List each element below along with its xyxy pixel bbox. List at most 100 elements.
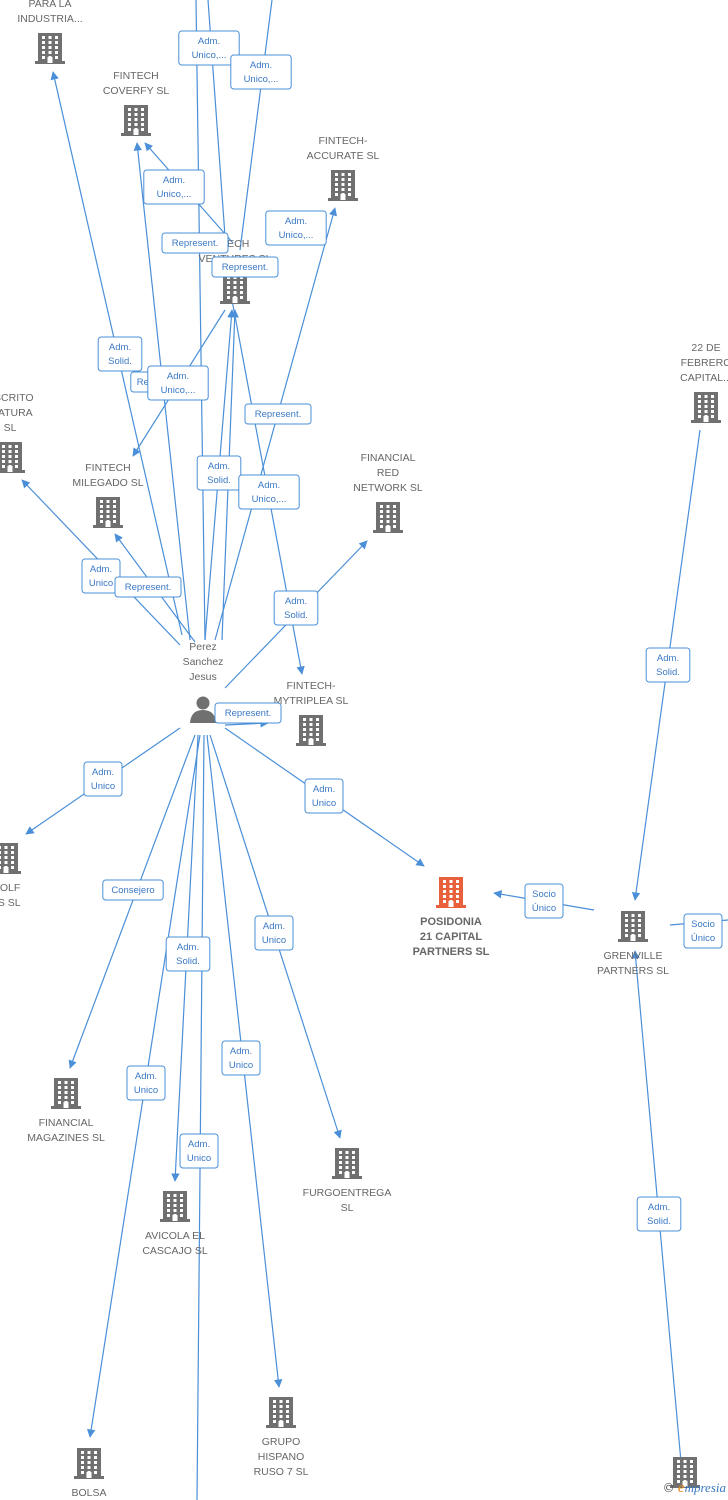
edge-label[interactable]: Represent. [214,702,282,724]
edge-label[interactable]: Adm.Unico [304,778,344,814]
edge-label-text: Solid. [284,610,308,621]
company-node-grenville[interactable] [618,911,648,942]
edge-label-text: Unico [187,1153,211,1164]
building-icon[interactable] [332,1148,362,1179]
edge-label-text: Único [532,903,556,914]
edge-label-box [114,576,182,598]
company-label: FINANCIAL [361,452,416,464]
edge-label[interactable]: Adm.Solid. [165,936,211,972]
company-node-accurate[interactable] [328,170,358,201]
building-icon[interactable] [0,442,25,473]
building-icon[interactable] [51,1078,81,1109]
company-node-mytriplea[interactable] [296,715,326,746]
company-label: GOLF [0,882,20,894]
company-label: NETWORK SL [353,482,423,494]
edge-label[interactable]: Adm.Unico [179,1133,219,1169]
edge-label-box [244,403,312,425]
edge-label-text: Unico [134,1085,158,1096]
company-node-ventures[interactable] [220,273,250,304]
edge-label-text: Unico,... [252,494,287,505]
edge-label-box [81,558,121,594]
company-node-manuscrito[interactable] [0,442,25,473]
company-node-furgo[interactable] [332,1148,362,1179]
building-icon[interactable] [436,877,466,908]
company-node-golf[interactable] [0,843,21,874]
company-node-avicola[interactable] [160,1191,190,1222]
edge-label[interactable]: Adm.Unico [83,761,123,797]
edge-label[interactable]: Adm.Unico,... [143,169,205,205]
building-icon[interactable] [0,843,21,874]
edge-label-text: Unico [262,935,286,946]
edge-label[interactable]: Adm.Unico,... [147,365,209,401]
edge-label[interactable]: Consejero [102,879,164,901]
company-node-posidonia[interactable] [436,877,466,908]
edge-label[interactable]: Represent. [244,403,312,425]
edge-label-box [126,1065,166,1101]
building-icon[interactable] [93,497,123,528]
building-icon[interactable] [220,273,250,304]
building-icon[interactable] [296,715,326,746]
edge-line [195,0,206,641]
edge-label[interactable]: Adm.Unico,... [265,210,327,246]
building-icon[interactable] [74,1448,104,1479]
edge-label-box [161,232,229,254]
edge-label[interactable]: Represent. [114,576,182,598]
edge-label-text: Unico,... [244,74,279,85]
company-label: SL [341,1202,354,1214]
edge-label-box [221,1040,261,1076]
company-label: TS SL [0,897,21,909]
edge-label[interactable]: Represent. [161,232,229,254]
building-icon[interactable] [35,33,65,64]
edge-label[interactable]: Adm. Unico,... [238,474,300,510]
company-node-magazines[interactable] [51,1078,81,1109]
edge-label[interactable]: Adm.Unico,... [230,54,292,90]
company-label: PARTNERS SL [597,965,669,977]
company-node-financialred[interactable] [373,502,403,533]
edge-label-text: Adm. [648,1202,670,1213]
edge-label[interactable]: Adm.Solid. [196,455,242,491]
company-node-industria[interactable] [35,33,65,64]
edge-label[interactable]: Adm.Unico [81,558,121,594]
company-node-hispano[interactable] [266,1397,296,1428]
edge-label-text: Solid. [108,356,132,367]
edge-label-text: Adm. [198,36,220,47]
edge-label[interactable]: Adm.Unico [126,1065,166,1101]
building-icon[interactable] [691,392,721,423]
edge-label-text: Adm. [263,921,285,932]
building-icon[interactable] [266,1397,296,1428]
edge-label-box [230,54,292,90]
company-label: GRUPO [262,1436,301,1448]
company-label: 22 DE [691,342,720,354]
company-node-22febrero[interactable] [691,392,721,423]
building-icon[interactable] [121,105,151,136]
building-icon[interactable] [328,170,358,201]
edge-label-text: Unico,... [161,385,196,396]
company-label: MAGAZINES SL [27,1132,105,1144]
company-node-bottomright[interactable] [670,1457,700,1488]
company-node-milegado[interactable] [93,497,123,528]
building-icon[interactable] [160,1191,190,1222]
edge-label[interactable]: Represent. [211,256,279,278]
edge-label-box [254,915,294,951]
edge-label-text: Adm. [258,480,280,491]
edge-label[interactable]: Adm.Unico [221,1040,261,1076]
company-label: RED [377,467,400,479]
empresia-watermark[interactable]: © empresia [663,1480,726,1497]
edge-label[interactable]: Adm.Solid. [645,647,691,683]
edge-label[interactable]: Adm.Solid. [97,336,143,372]
edge-label-box [273,590,319,626]
company-node-coverfy[interactable] [121,105,151,136]
edge-label[interactable]: Adm.Solid. [273,590,319,626]
building-icon[interactable] [618,911,648,942]
company-label: BOLSA [71,1487,106,1499]
edge-label[interactable]: Adm.Unico,... [178,30,240,66]
edge-label-text: Represent. [225,708,271,719]
edge-label[interactable]: Adm.Solid. [636,1196,682,1232]
company-node-bolsa[interactable] [74,1448,104,1479]
person-icon[interactable] [190,696,216,724]
building-icon[interactable] [373,502,403,533]
edge-label[interactable]: Adm. Unico [254,915,294,951]
building-icon[interactable] [670,1457,700,1488]
